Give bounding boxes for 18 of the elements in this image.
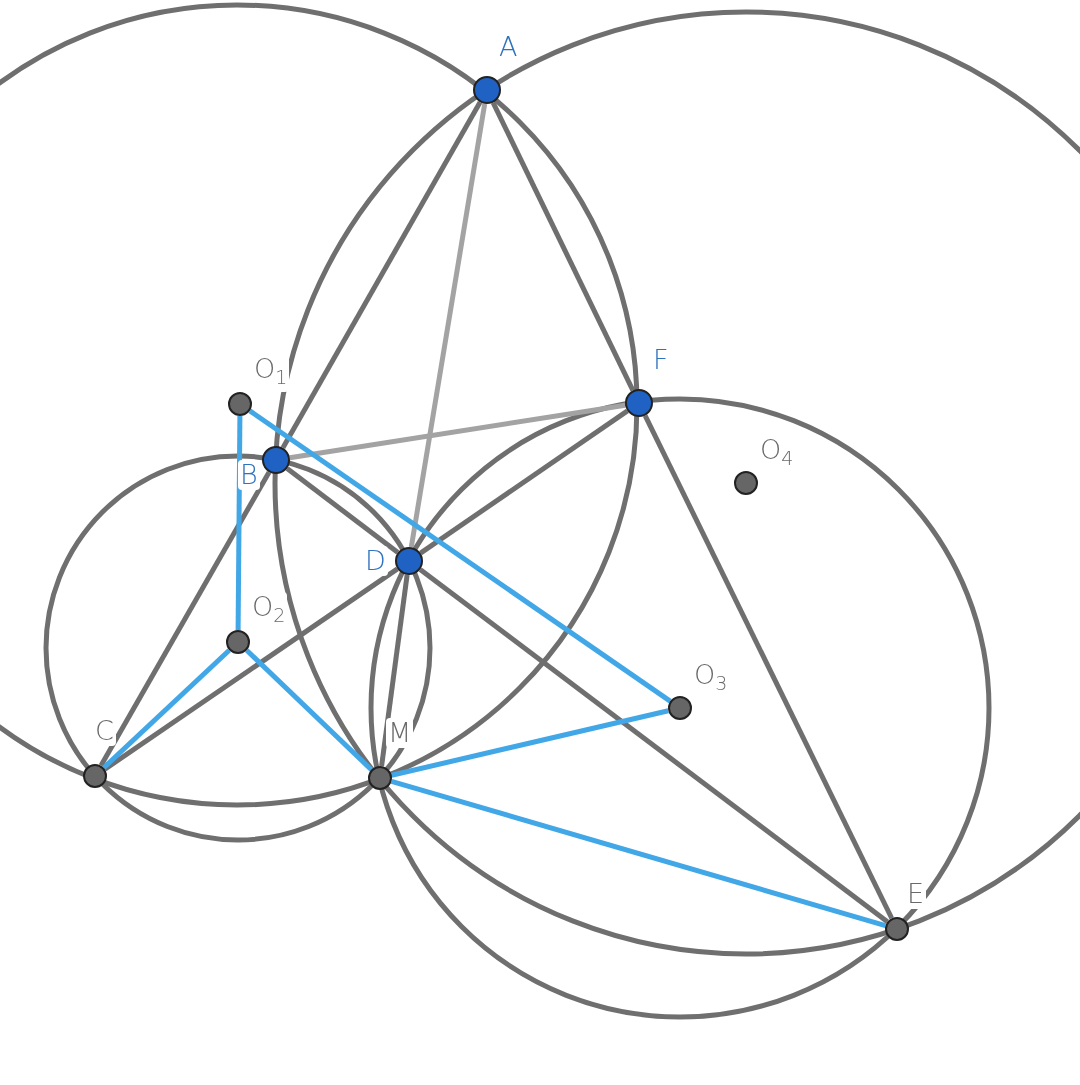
line-segment <box>285 466 400 555</box>
line-segment <box>418 567 889 924</box>
line-segment <box>244 648 374 772</box>
point-label: B <box>238 460 260 490</box>
line-segment <box>289 402 626 461</box>
line-segment <box>248 408 672 704</box>
point-label: M <box>386 718 414 748</box>
line-segment <box>408 103 488 548</box>
line-segment <box>642 414 894 920</box>
line-segment <box>102 648 231 770</box>
line-segment <box>280 100 483 450</box>
line-segment <box>98 470 272 767</box>
line-segment <box>379 574 410 767</box>
line-segment <box>235 415 243 631</box>
line-segment <box>103 566 399 772</box>
line-segment <box>490 101 636 392</box>
line-segment <box>419 408 629 556</box>
line-segment <box>390 778 887 929</box>
